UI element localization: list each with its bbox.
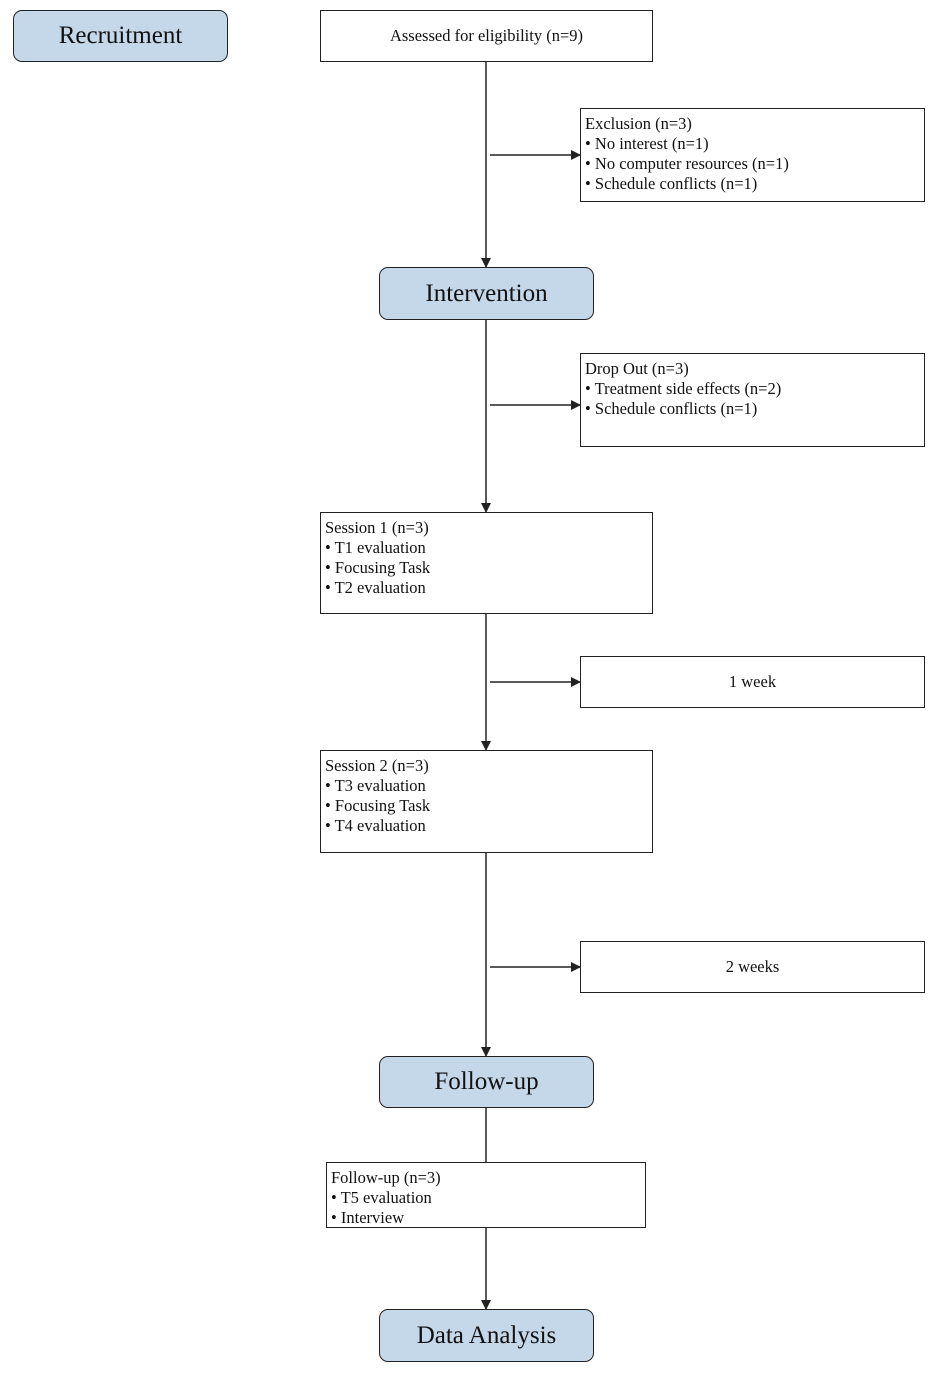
stage-recruitment: Recruitment <box>13 10 228 62</box>
interval-2-weeks-box: 2 weeks <box>580 941 925 993</box>
session-1-item: • T1 evaluation <box>325 538 426 557</box>
drop-out-item: • Schedule conflicts (n=1) <box>585 399 758 418</box>
drop-out-box: Drop Out (n=3) • Treatment side effects … <box>580 353 925 447</box>
exclusion-item: • Schedule conflicts (n=1) <box>585 174 758 193</box>
drop-out-title: Drop Out (n=3) <box>585 359 689 378</box>
session-1-title: Session 1 (n=3) <box>325 518 429 537</box>
follow-up-title: Follow-up (n=3) <box>331 1168 441 1187</box>
stage-data-analysis: Data Analysis <box>379 1309 594 1362</box>
assessed-eligibility-box: Assessed for eligibility (n=9) <box>320 10 653 62</box>
session-1-item: • Focusing Task <box>325 558 431 577</box>
session-2-box: Session 2 (n=3) • T3 evaluation • Focusi… <box>320 750 653 853</box>
session-2-item: • T3 evaluation <box>325 776 426 795</box>
session-2-item: • Focusing Task <box>325 796 431 815</box>
exclusion-item: • No interest (n=1) <box>585 134 709 153</box>
stage-follow-up: Follow-up <box>379 1056 594 1108</box>
session-1-item: • T2 evaluation <box>325 578 426 597</box>
follow-up-item: • Interview <box>331 1208 405 1227</box>
session-2-item: • T4 evaluation <box>325 816 426 835</box>
stage-intervention: Intervention <box>379 267 594 320</box>
exclusion-title: Exclusion (n=3) <box>585 114 692 133</box>
drop-out-item: • Treatment side effects (n=2) <box>585 379 782 398</box>
session-1-box: Session 1 (n=3) • T1 evaluation • Focusi… <box>320 512 653 614</box>
follow-up-box: Follow-up (n=3) • T5 evaluation • Interv… <box>326 1162 646 1228</box>
exclusion-item: • No computer resources (n=1) <box>585 154 789 173</box>
exclusion-box: Exclusion (n=3) • No interest (n=1) • No… <box>580 108 925 202</box>
follow-up-item: • T5 evaluation <box>331 1188 432 1207</box>
interval-1-week-box: 1 week <box>580 656 925 708</box>
session-2-title: Session 2 (n=3) <box>325 756 429 775</box>
